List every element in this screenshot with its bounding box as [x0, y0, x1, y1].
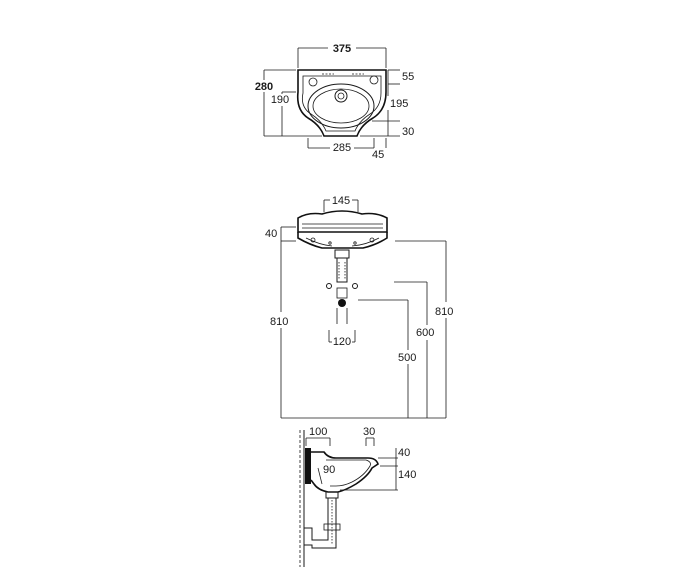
dim-projection: 100 [309, 426, 327, 438]
dim-right-bottom: 30 [402, 126, 414, 138]
waste-outlet [338, 299, 346, 307]
waste-pipe-top [334, 249, 350, 259]
basin-front-body [297, 232, 388, 249]
dim-side-body: 140 [398, 469, 416, 481]
dim-overall-depth: 280 [255, 81, 273, 93]
waste-pipe [336, 258, 348, 283]
basin-plan-inner [301, 75, 382, 132]
fixing-left [326, 283, 332, 289]
drain-ring [334, 89, 348, 103]
dim-supply-height: 600 [416, 327, 434, 339]
top-view: 375 280 190 55 195 30 285 45 [255, 43, 414, 161]
bowl-ellipse-inner [312, 88, 370, 124]
side-view: 100 30 90 40 140 [299, 426, 416, 567]
dim-bottom-width: 285 [333, 142, 351, 154]
dim-left-height: 810 [270, 316, 288, 328]
wall-plate [305, 448, 311, 484]
dim-overall-width: 375 [333, 43, 351, 55]
dim-right-height: 810 [435, 306, 453, 318]
front-view: 145 40 810 120 500 600 810 [265, 195, 453, 419]
basin-plan-outline [296, 69, 387, 137]
dim-lip: 30 [363, 426, 375, 438]
dim-bowl-depth: 190 [271, 94, 289, 106]
dim-bottom-offset: 45 [372, 149, 384, 161]
drain-hole [337, 92, 345, 100]
side-trap [304, 498, 337, 549]
tap-hole-right [369, 75, 379, 85]
dim-waste-height: 500 [398, 352, 416, 364]
dim-inner: 90 [323, 464, 335, 476]
bowl-ellipse [307, 83, 375, 129]
basin-side-profile [310, 451, 379, 493]
dim-rim-height: 40 [265, 228, 277, 240]
dim-top-right: 55 [402, 71, 414, 83]
dim-side-rim: 40 [398, 447, 410, 459]
tap-hole-left [308, 77, 318, 87]
dim-top-width: 145 [332, 195, 350, 207]
fixing-right [352, 283, 358, 289]
dim-right-middle: 195 [390, 98, 408, 110]
basin-front-rim [297, 210, 388, 233]
dim-fixing-spacing: 120 [333, 336, 351, 348]
side-waste [325, 491, 339, 499]
